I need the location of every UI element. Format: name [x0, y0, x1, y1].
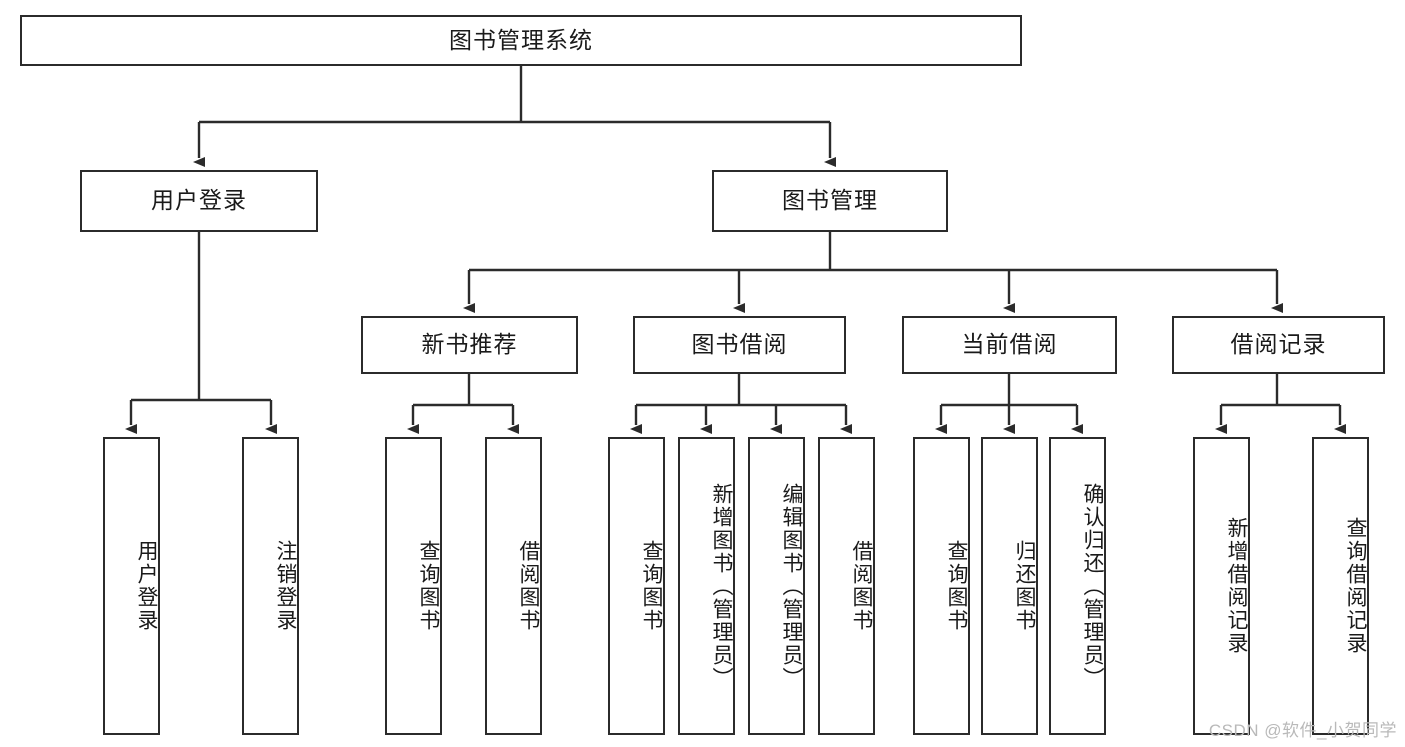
leaf-current-return-book[interactable]: 归还图书: [981, 437, 1038, 735]
leaf-current-confirm-return-admin[interactable]: 确认归还（管理员）: [1049, 437, 1106, 735]
leaf-label: 确认归还（管理员）: [1081, 482, 1104, 690]
leaf-record-query[interactable]: 查询借阅记录: [1312, 437, 1369, 735]
leaf-label: 查询图书: [417, 540, 440, 632]
leaf-recommend-borrow-book[interactable]: 借阅图书: [485, 437, 542, 735]
node-current-borrow[interactable]: 当前借阅: [902, 316, 1117, 374]
node-new-book-recommend[interactable]: 新书推荐: [361, 316, 578, 374]
leaf-label: 查询图书: [640, 540, 663, 632]
leaf-borrow-query-book[interactable]: 查询图书: [608, 437, 665, 735]
leaf-label: 编辑图书（管理员）: [780, 482, 803, 690]
node-book-management[interactable]: 图书管理: [712, 170, 948, 232]
leaf-recommend-query-book[interactable]: 查询图书: [385, 437, 442, 735]
leaf-label: 查询借阅记录: [1344, 517, 1367, 655]
leaf-logout[interactable]: 注销登录: [242, 437, 299, 735]
leaf-label: 新增图书（管理员）: [710, 482, 733, 690]
leaf-current-query-book[interactable]: 查询图书: [913, 437, 970, 735]
leaf-label: 用户登录: [135, 540, 158, 632]
leaf-borrow-add-book-admin[interactable]: 新增图书（管理员）: [678, 437, 735, 735]
node-borrow-record[interactable]: 借阅记录: [1172, 316, 1385, 374]
leaf-label: 借阅图书: [850, 540, 873, 632]
leaf-borrow-borrow-book[interactable]: 借阅图书: [818, 437, 875, 735]
node-book-borrow[interactable]: 图书借阅: [633, 316, 846, 374]
leaf-record-add[interactable]: 新增借阅记录: [1193, 437, 1250, 735]
leaf-label: 注销登录: [274, 540, 297, 632]
node-user-login[interactable]: 用户登录: [80, 170, 318, 232]
watermark-text: CSDN @软件_小贺同学: [1208, 721, 1397, 740]
leaf-user-login[interactable]: 用户登录: [103, 437, 160, 735]
leaf-label: 归还图书: [1013, 540, 1036, 632]
leaf-label: 借阅图书: [517, 540, 540, 632]
leaf-borrow-edit-book-admin[interactable]: 编辑图书（管理员）: [748, 437, 805, 735]
node-root-system[interactable]: 图书管理系统: [20, 15, 1022, 66]
leaf-label: 新增借阅记录: [1225, 517, 1248, 655]
leaf-label: 查询图书: [945, 540, 968, 632]
